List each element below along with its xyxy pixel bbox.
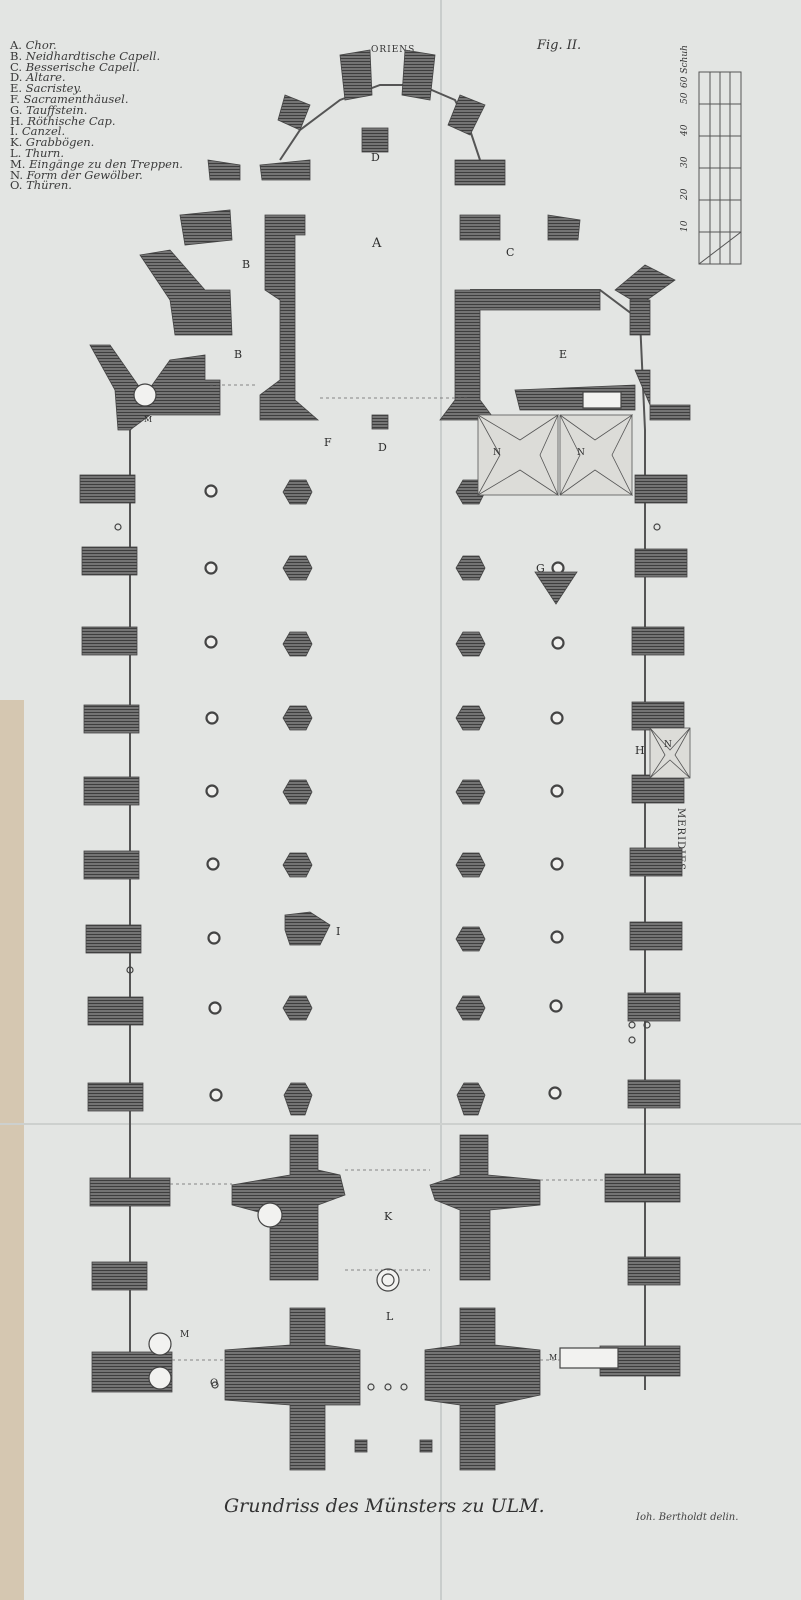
label-vault: N [577, 448, 585, 458]
legend-key: B. [10, 48, 23, 63]
legend-text: Neidhardtische Capell. [25, 48, 161, 63]
legend: A. Chor.B. Neidhardtische Capell.C. Bess… [10, 38, 183, 193]
label-choir: A [372, 236, 382, 251]
scale-bar [698, 71, 742, 265]
legend-item: H. Röthische Cap. [10, 113, 183, 128]
legend-text: Grabbögen. [25, 135, 95, 150]
legend-text: Röthische Cap. [27, 113, 116, 128]
label-door: O [210, 1378, 219, 1389]
buttresses [79, 474, 688, 1393]
fold-line-horizontal [0, 1123, 801, 1125]
label-altar: D [378, 441, 387, 454]
legend-key: I. [10, 124, 19, 139]
legend-text: Chor. [25, 38, 57, 52]
legend-item: D. Altare. [10, 70, 183, 85]
legend-item: L. Thurn. [10, 145, 183, 160]
legend-text: Thüren. [26, 178, 72, 193]
legend-item: A. Chor. [10, 38, 183, 52]
label-sacristy: E [559, 348, 568, 361]
legend-text: Tauffstein. [26, 102, 88, 117]
legend-key: A. [10, 38, 22, 52]
legend-key: C. [10, 59, 23, 74]
legend-key: N. [10, 167, 23, 182]
legend-item: F. Sacramenthäusel. [10, 91, 183, 106]
nave-piers [282, 479, 486, 1116]
legend-text: Sacristey. [25, 81, 83, 96]
choir-walls [89, 49, 691, 431]
label-stair-entrance: M [549, 1353, 558, 1362]
legend-item: B. Neidhardtische Capell. [10, 48, 183, 63]
label-chapel-b: B [234, 348, 243, 361]
label-tower: L [386, 1310, 394, 1323]
staircases [133, 383, 622, 1390]
legend-key: D. [10, 70, 23, 85]
legend-key: G. [10, 102, 23, 117]
plan-title: Grundriss des Münsters zu ULM. [224, 1495, 545, 1517]
label-pulpit: I [336, 925, 341, 938]
legend-key: K. [10, 135, 23, 150]
legend-key: E. [10, 81, 23, 96]
legend-text: Thurn. [24, 145, 64, 160]
altars [354, 127, 433, 1453]
engraver-signature: Ioh. Bertholdt delin. [636, 1512, 739, 1523]
legend-item: N. Form der Gewölber. [10, 167, 183, 182]
aisle-columns [204, 484, 565, 1102]
fold-line-vertical [440, 0, 442, 1600]
legend-text: Canzel. [21, 124, 66, 139]
legend-text: Besserische Capell. [25, 59, 140, 74]
vault-pattern [476, 413, 691, 779]
label-vault: N [664, 740, 672, 750]
label-stair-entrance: M [144, 415, 153, 424]
legend-item: I. Canzel. [10, 124, 183, 139]
legend-text: Eingänge zu den Treppen. [29, 156, 183, 171]
orientation-east-label: ORIENS [371, 45, 416, 55]
binding-strip [0, 700, 24, 1600]
legend-text: Form der Gewölber. [26, 167, 143, 182]
label-stair-entrance: M [180, 1330, 190, 1340]
label-sacrament-house: F [324, 436, 332, 449]
legend-key: M. [10, 156, 26, 171]
label-chapel-c: C [506, 246, 515, 259]
label-chapel-b: B [242, 258, 251, 271]
legend-key: L. [10, 145, 22, 160]
legend-key: H. [10, 113, 24, 128]
legend-text: Sacramenthäusel. [23, 91, 129, 106]
legend-item: E. Sacristey. [10, 81, 183, 96]
label-font: G [536, 562, 545, 575]
legend-item: K. Grabbögen. [10, 135, 183, 150]
legend-item: M. Eingänge zu den Treppen. [10, 156, 183, 171]
outer-walls [129, 84, 646, 1390]
doors [114, 523, 661, 1391]
legend-key: O. [10, 178, 23, 193]
dotted-lines [170, 384, 605, 1361]
label-tombs: K [384, 1210, 393, 1223]
legend-item: O. Thüren. [10, 178, 183, 193]
legend-item: C. Besserische Capell. [10, 59, 183, 74]
figure-label: Fig. II. [537, 38, 582, 53]
tower-piers [224, 571, 578, 1471]
legend-item: G. Tauffstein. [10, 102, 183, 117]
legend-key: F. [10, 91, 20, 106]
label-altar: D [371, 151, 380, 164]
label-vault: N [493, 448, 501, 458]
label-chapel-h: H [635, 744, 645, 757]
legend-text: Altare. [26, 70, 66, 85]
